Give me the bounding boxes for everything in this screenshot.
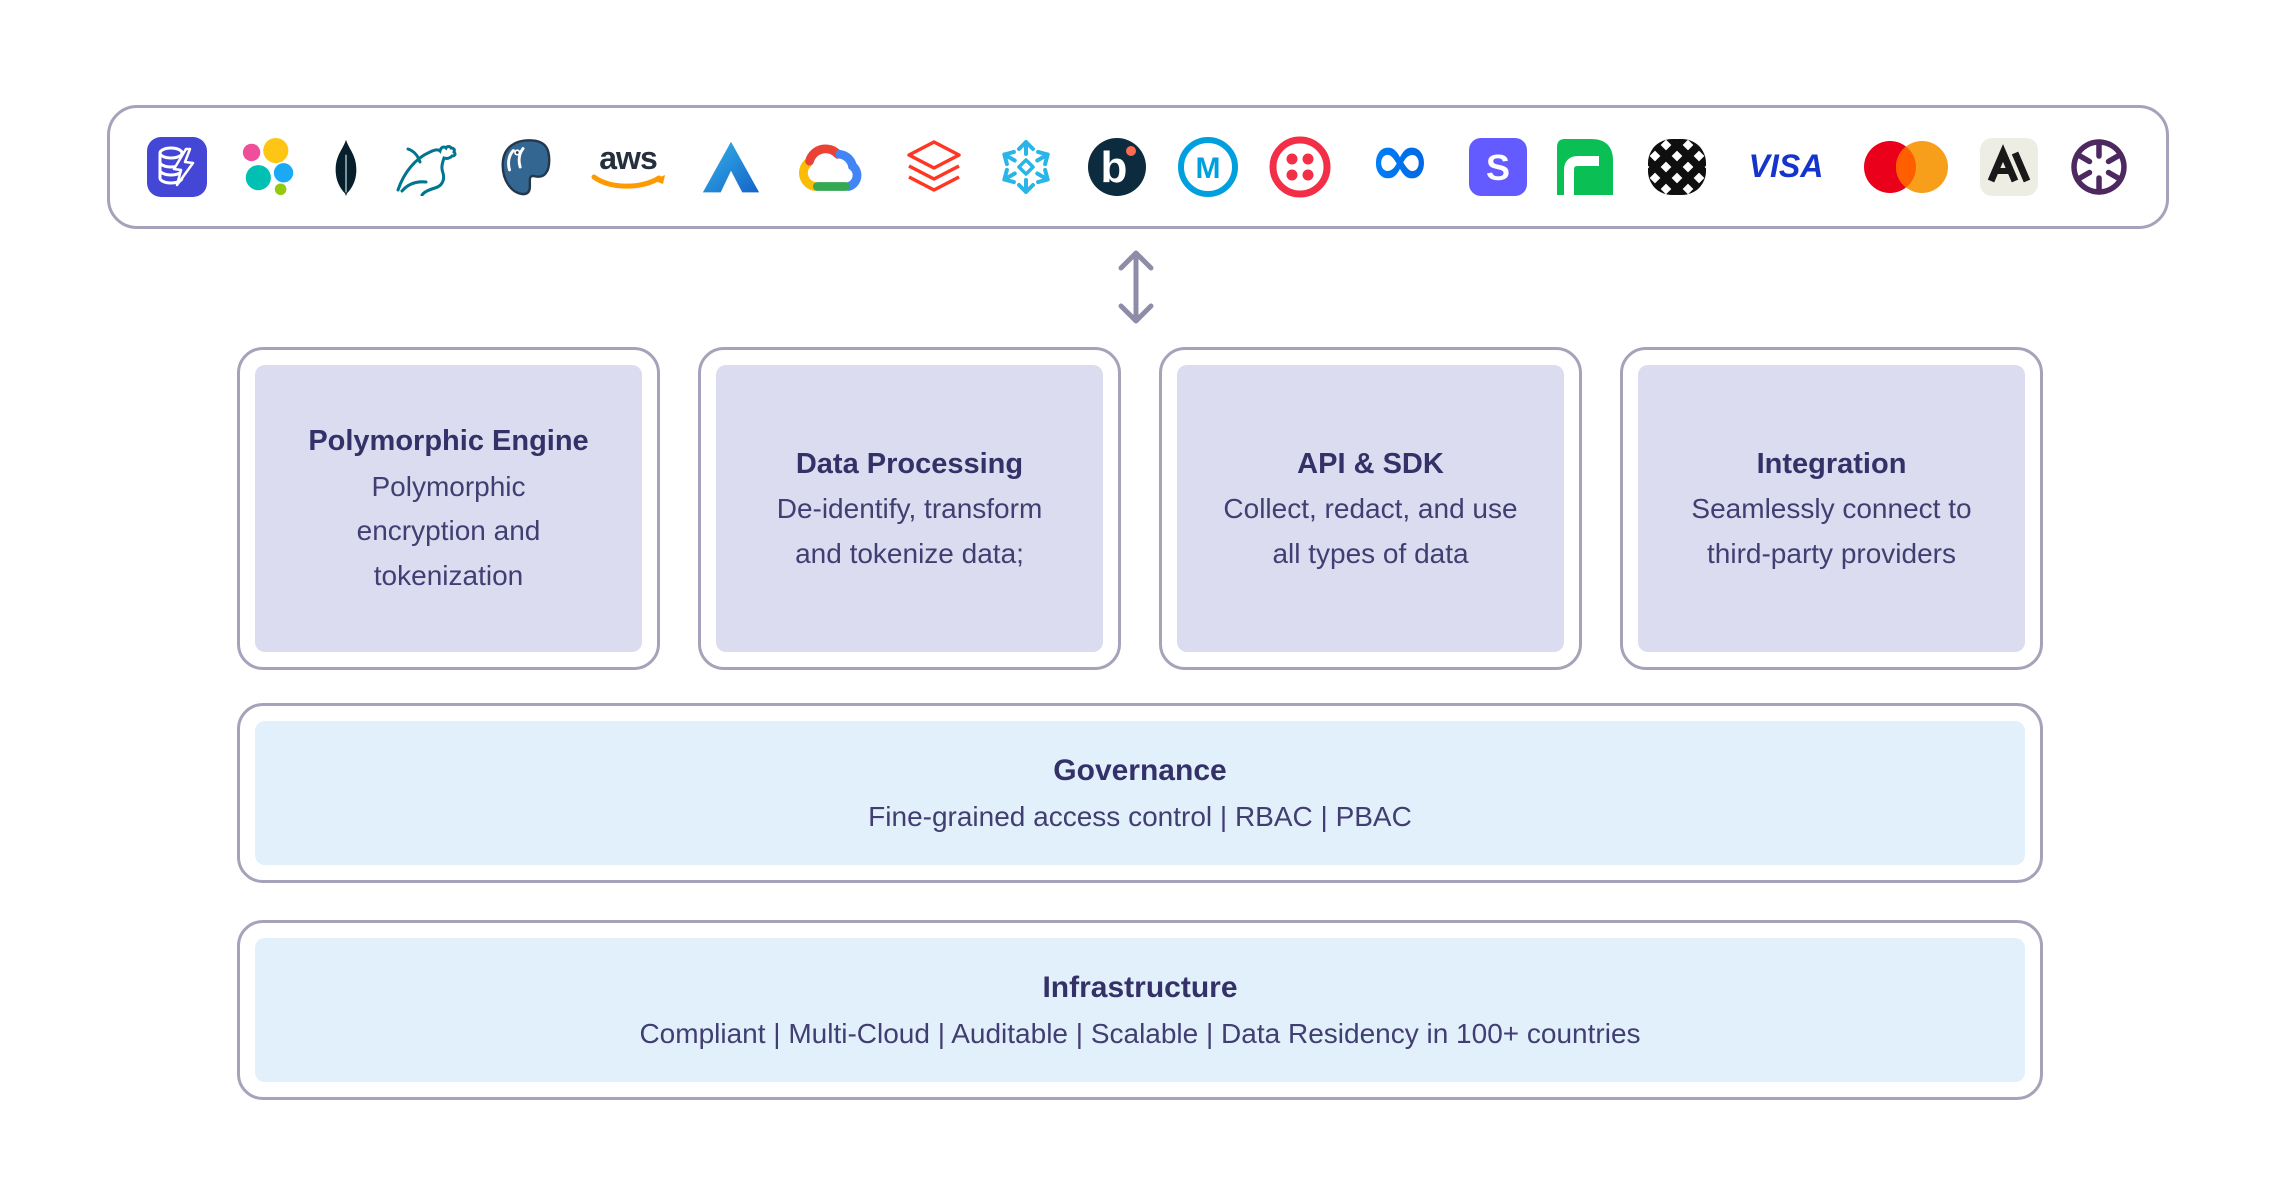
databricks-icon — [903, 135, 965, 199]
infrastructure-title: Infrastructure — [1042, 971, 1238, 1005]
svg-text:VISA: VISA — [1748, 150, 1823, 184]
twilio-icon — [1269, 135, 1331, 199]
visa-logo: VISA — [1740, 135, 1832, 199]
feature-description: Polymorphic encryption and tokenization — [356, 470, 541, 592]
meta-icon: ∞ — [1361, 135, 1439, 199]
feature-panel: API & SDK Collect, redact, and use all t… — [1177, 365, 1564, 652]
encrypted-database-icon — [146, 135, 208, 199]
braze-icon: b — [1087, 135, 1147, 199]
postgresql-icon — [494, 135, 556, 199]
mysql-icon — [392, 135, 464, 199]
infrastructure-description: Compliant | Multi-Cloud | Auditable | Sc… — [639, 1017, 1641, 1049]
feature-panel: Polymorphic Engine Polymorphic encryptio… — [255, 365, 642, 652]
governance-description: Fine-grained access control | RBAC | PBA… — [868, 800, 1412, 832]
governance-panel: Governance Fine-grained access control |… — [255, 721, 2025, 865]
mastercard-icon — [1862, 135, 1950, 199]
mongodb-icon — [330, 135, 362, 199]
svg-text:S: S — [1486, 147, 1510, 188]
elastic-icon — [238, 135, 300, 199]
governance-box: Governance Fine-grained access control |… — [237, 703, 2043, 883]
snowflake-icon — [995, 135, 1057, 199]
bidirectional-arrow-icon — [1108, 242, 1164, 337]
feature-description: Collect, redact, and use all types of da… — [1223, 492, 1518, 569]
infrastructure-box: Infrastructure Compliant | Multi-Cloud |… — [237, 920, 2043, 1100]
azure-icon — [701, 135, 761, 199]
feature-box-api-sdk: API & SDK Collect, redact, and use all t… — [1159, 347, 1582, 670]
marqeta-icon — [1644, 135, 1710, 199]
google-cloud-icon — [791, 135, 873, 199]
feature-description: Seamlessly connect to third-party provid… — [1691, 492, 1972, 569]
feature-title: API & SDK — [1297, 447, 1444, 480]
feature-title: Data Processing — [795, 447, 1024, 480]
feature-title: Integration — [1756, 447, 1907, 480]
feature-title: Polymorphic Engine — [308, 425, 589, 458]
feature-panel: Data Processing De-identify, transform a… — [716, 365, 1103, 652]
feature-description: De-identify, transform and tokenize data… — [776, 492, 1043, 569]
feature-panel: Integration Seamlessly connect to third-… — [1638, 365, 2025, 652]
feature-box-data-processing: Data Processing De-identify, transform a… — [698, 347, 1121, 670]
feature-box-integration: Integration Seamlessly connect to third-… — [1620, 347, 2043, 670]
governance-title: Governance — [1053, 754, 1227, 788]
stripe-icon: S — [1469, 135, 1528, 199]
svg-text:aws: aws — [600, 140, 658, 176]
feature-box-polymorphic-engine: Polymorphic Engine Polymorphic encryptio… — [237, 347, 660, 670]
logo-bar: aws — [107, 105, 2169, 229]
openai-icon — [2068, 135, 2130, 199]
svg-text:b: b — [1100, 143, 1127, 192]
adyen-icon — [1557, 135, 1614, 199]
svg-text:∞: ∞ — [1369, 141, 1431, 193]
infrastructure-panel: Infrastructure Compliant | Multi-Cloud |… — [255, 938, 2025, 1082]
anthropic-icon — [1979, 135, 2038, 199]
mulesoft-icon: M — [1177, 135, 1239, 199]
aws-logo: aws — [586, 135, 670, 199]
svg-text:M: M — [1196, 152, 1221, 185]
feature-row: Polymorphic Engine Polymorphic encryptio… — [237, 347, 2043, 670]
